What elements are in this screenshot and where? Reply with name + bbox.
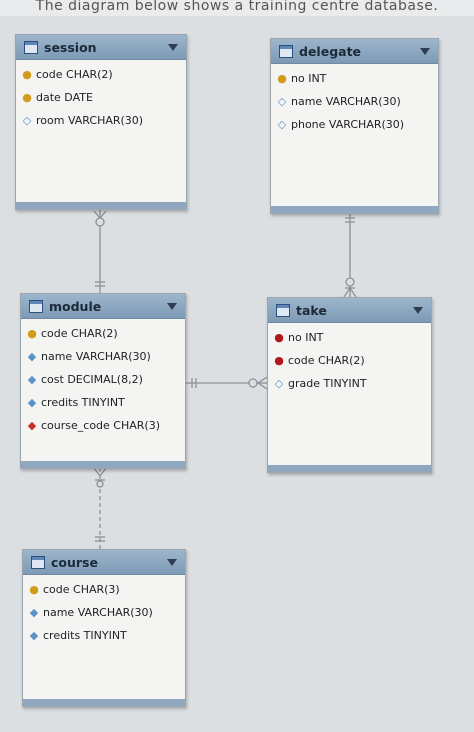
column-label: no INT	[291, 72, 327, 85]
column-label: credits TINYINT	[41, 396, 125, 409]
table-name: course	[51, 554, 98, 570]
column-row[interactable]: ◆ credits TINYINT	[27, 391, 185, 414]
column-label: code CHAR(3)	[43, 583, 120, 596]
table-footer	[23, 699, 185, 706]
column-label: name VARCHAR(30)	[291, 95, 401, 108]
chevron-down-icon[interactable]	[167, 559, 177, 566]
column-label: cost DECIMAL(8,2)	[41, 373, 143, 386]
column-row[interactable]: ● no INT	[277, 67, 438, 90]
primary-key-icon: ●	[277, 72, 287, 85]
table-module[interactable]: module ● code CHAR(2) ◆ name VARCHAR(30) ◆…	[20, 293, 186, 469]
table-name: take	[296, 302, 327, 318]
column-row[interactable]: ◆ cost DECIMAL(8,2)	[27, 368, 185, 391]
table-icon	[279, 44, 293, 58]
column-row[interactable]: ◆ course_code CHAR(3)	[27, 414, 185, 437]
column-icon: ◆	[27, 396, 37, 409]
column-label: course_code CHAR(3)	[41, 419, 160, 432]
column-row[interactable]: ● no INT	[274, 326, 431, 349]
column-row[interactable]: ● date DATE	[22, 86, 186, 109]
primary-key-icon: ●	[22, 68, 32, 81]
table-session[interactable]: session ● code CHAR(2) ● date DATE ◇ room V…	[15, 34, 187, 210]
table-name: delegate	[299, 43, 362, 59]
nullable-column-icon: ◇	[277, 118, 287, 131]
column-label: code CHAR(2)	[288, 354, 365, 367]
column-icon: ◆	[27, 373, 37, 386]
column-row[interactable]: ◇ name VARCHAR(30)	[277, 90, 438, 113]
table-footer	[271, 206, 438, 213]
primary-foreign-key-icon: ●	[274, 354, 284, 367]
primary-foreign-key-icon: ●	[274, 331, 284, 344]
column-label: name VARCHAR(30)	[43, 606, 153, 619]
column-row[interactable]: ◇ room VARCHAR(30)	[22, 109, 186, 132]
column-row[interactable]: ◇ grade TINYINT	[274, 372, 431, 395]
column-label: code CHAR(2)	[41, 327, 118, 340]
column-row[interactable]: ◆ name VARCHAR(30)	[27, 345, 185, 368]
column-row[interactable]: ◇ phone VARCHAR(30)	[277, 113, 438, 136]
chevron-down-icon[interactable]	[168, 44, 178, 51]
primary-key-icon: ●	[27, 327, 37, 340]
column-label: room VARCHAR(30)	[36, 114, 144, 127]
nullable-column-icon: ◇	[277, 95, 287, 108]
table-header[interactable]: module	[21, 294, 185, 319]
table-name: session	[44, 39, 97, 55]
table-icon	[29, 299, 43, 313]
table-delegate[interactable]: delegate ● no INT ◇ name VARCHAR(30) ◇ phon…	[270, 38, 439, 214]
table-icon	[31, 555, 45, 569]
column-icon: ◆	[29, 606, 39, 619]
nullable-column-icon: ◇	[274, 377, 284, 390]
column-label: date DATE	[36, 91, 93, 104]
chevron-down-icon[interactable]	[167, 303, 177, 310]
column-row[interactable]: ◆ credits TINYINT	[29, 624, 185, 647]
column-row[interactable]: ● code CHAR(3)	[29, 578, 185, 601]
column-row[interactable]: ● code CHAR(2)	[22, 63, 186, 86]
table-header[interactable]: session	[16, 35, 186, 60]
chevron-down-icon[interactable]	[420, 48, 430, 55]
column-icon: ◆	[27, 350, 37, 363]
table-footer	[16, 202, 186, 209]
chevron-down-icon[interactable]	[413, 307, 423, 314]
column-row[interactable]: ● code CHAR(2)	[27, 322, 185, 345]
table-header[interactable]: course	[23, 550, 185, 575]
foreign-key-icon: ◆	[27, 419, 37, 432]
column-label: name VARCHAR(30)	[41, 350, 151, 363]
column-label: phone VARCHAR(30)	[291, 118, 405, 131]
table-icon	[276, 303, 290, 317]
table-course[interactable]: course ● code CHAR(3) ◆ name VARCHAR(30) ◆…	[22, 549, 186, 707]
table-header[interactable]: delegate	[271, 39, 438, 64]
column-row[interactable]: ◆ name VARCHAR(30)	[29, 601, 185, 624]
diagram-caption: The diagram below shows a training centr…	[0, 0, 474, 16]
column-label: code CHAR(2)	[36, 68, 113, 81]
column-row[interactable]: ● code CHAR(2)	[274, 349, 431, 372]
table-footer	[21, 461, 185, 468]
column-label: no INT	[288, 331, 324, 344]
column-label: grade TINYINT	[288, 377, 367, 390]
table-icon	[24, 40, 38, 54]
column-label: credits TINYINT	[43, 629, 127, 642]
table-header[interactable]: take	[268, 298, 431, 323]
table-footer	[268, 465, 431, 472]
column-icon: ◆	[29, 629, 39, 642]
table-name: module	[49, 298, 102, 314]
table-take[interactable]: take ● no INT ● code CHAR(2) ◇ grade TINYIN…	[267, 297, 432, 473]
nullable-column-icon: ◇	[22, 114, 32, 127]
primary-key-icon: ●	[29, 583, 39, 596]
primary-key-icon: ●	[22, 91, 32, 104]
